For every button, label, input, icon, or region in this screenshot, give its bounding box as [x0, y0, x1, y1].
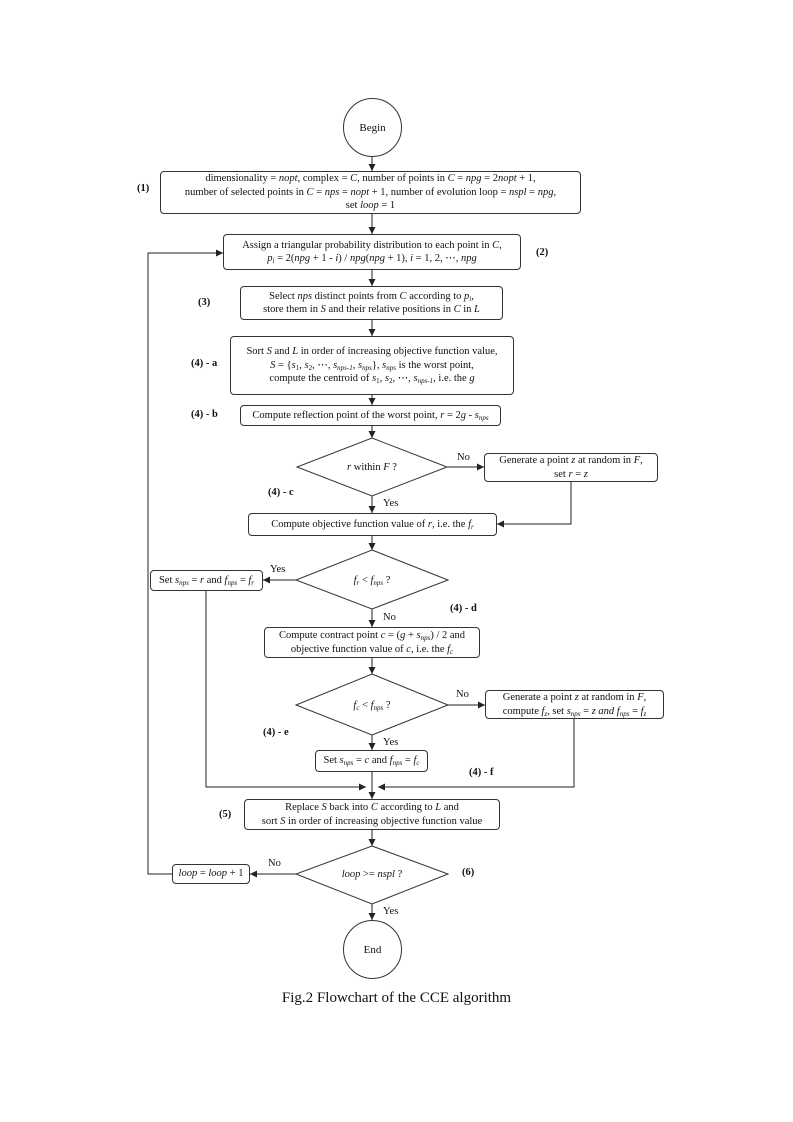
loopcheck-no-label: No — [268, 858, 281, 869]
fcless-no-label: No — [456, 689, 469, 700]
decision-loop-check: loop >= nspl ? — [341, 868, 403, 880]
replace-line2: sort S in order of increasing objective … — [261, 815, 483, 827]
set-c-line1: Set snps = c and fnps = fc — [323, 755, 420, 768]
generate2-box: Generate a point z at random in F, compu… — [485, 690, 664, 719]
step-label-4b: (4) - b — [191, 409, 218, 420]
line-setr-down — [205, 591, 366, 791]
end-label: End — [363, 943, 382, 956]
contract-line1: Compute contract point c = (g + snps) / … — [278, 630, 466, 642]
step-label-4c: (4) - c — [268, 487, 294, 498]
frless-yes-label: Yes — [270, 564, 286, 575]
step-label-1: (1) — [137, 183, 150, 194]
line-generate2-down — [378, 719, 575, 791]
replace-line1: Replace S back into C according to L and — [285, 802, 459, 813]
sort-line3: compute the centroid of s1, s2, ⋯, snps-… — [269, 373, 475, 386]
loopcheck-yes-label: Yes — [383, 906, 399, 917]
reflect-box: Compute reflection point of the worst po… — [240, 405, 501, 426]
decision-fc-less-shape — [294, 673, 450, 736]
sort-line2: S = {s1, s2, ⋯, snps-1, snps}, snps is t… — [270, 359, 474, 372]
objective-line1: Compute objective function value of r, i… — [271, 518, 474, 531]
begin-label: Begin — [359, 121, 386, 134]
assign-line1: Assign a triangular probability distribu… — [242, 239, 502, 251]
decision-fr-less-shape — [294, 549, 450, 610]
set-c-box: Set snps = c and fnps = fc — [315, 750, 428, 772]
generate2-line2: compute fz, set snps = z and fnps = fz — [502, 705, 647, 718]
reflect-line1: Compute reflection point of the worst po… — [252, 409, 489, 422]
generate2-line1: Generate a point z at random in F, — [502, 692, 647, 703]
arrow-loop-back — [147, 249, 223, 875]
step-label-5: (5) — [219, 809, 232, 820]
assign-box: Assign a triangular probability distribu… — [223, 234, 521, 270]
decision-within-f-shape — [295, 437, 449, 497]
init-line3: set loop = 1 — [345, 200, 396, 212]
init-line1: dimensionality = nopt, complex = C, numb… — [205, 173, 536, 185]
within-no-label: No — [457, 452, 470, 463]
contract-box: Compute contract point c = (g + snps) / … — [264, 627, 480, 658]
decision-fr-less: fr < fnps ? — [353, 574, 391, 587]
contract-line2: objective function value of c, i.e. the … — [290, 643, 454, 656]
figure-caption: Fig.2 Flowchart of the CCE algorithm — [281, 990, 512, 1006]
decision-fc-less: fc < fnps ? — [353, 699, 391, 712]
step-label-4f: (4) - f — [469, 767, 494, 778]
generate1-line2: set r = z — [554, 468, 588, 480]
objective-box: Compute objective function value of r, i… — [248, 513, 497, 536]
end-terminal: End — [343, 920, 402, 979]
generate1-box: Generate a point z at random in F, set r… — [484, 453, 658, 482]
select-line1: Select nps distinct points from C accord… — [269, 290, 474, 303]
fcless-yes-label: Yes — [383, 737, 399, 748]
step-label-3: (3) — [198, 297, 211, 308]
assign-line2: pi = 2(npg + 1 - i) / npg(npg + 1), i = … — [267, 253, 477, 265]
step-label-6: (6) — [462, 867, 475, 878]
sort-line1: Sort S and L in order of increasing obje… — [246, 346, 498, 358]
select-line2: store them in S and their relative posit… — [263, 304, 480, 315]
step-label-4d: (4) - d — [450, 603, 477, 614]
replace-box: Replace S back into C according to L and… — [244, 799, 500, 830]
step-label-4a: (4) - a — [191, 358, 218, 369]
loop-inc-line1: loop = loop + 1 — [178, 868, 244, 880]
init-line2: number of selected points in C = nps = n… — [184, 186, 557, 198]
init-box: dimensionality = nopt, complex = C, numb… — [160, 171, 581, 214]
step-label-2: (2) — [536, 247, 549, 258]
step-label-4e: (4) - e — [263, 727, 289, 738]
decision-loop-check-shape — [294, 845, 450, 905]
set-r-line1: Set snps = r and fnps = fr — [158, 574, 255, 587]
loop-increment-box: loop = loop + 1 — [172, 864, 250, 884]
within-yes-label: Yes — [383, 498, 399, 509]
sort-box: Sort S and L in order of increasing obje… — [230, 336, 514, 395]
set-r-box: Set snps = r and fnps = fr — [150, 570, 263, 591]
begin-terminal: Begin — [343, 98, 402, 157]
decision-within-f: r within F ? — [347, 461, 397, 473]
arrow-generate1-objective — [497, 482, 572, 528]
frless-no-label: No — [383, 612, 396, 623]
generate1-line1: Generate a point z at random in F, — [499, 455, 643, 466]
select-box: Select nps distinct points from C accord… — [240, 286, 503, 320]
